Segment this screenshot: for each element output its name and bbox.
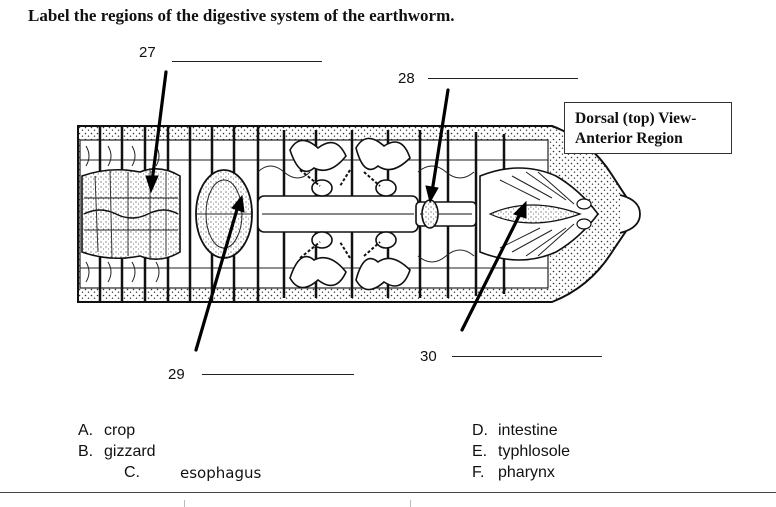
option-f: F. pharynx — [472, 464, 555, 482]
blank-28[interactable] — [428, 78, 578, 79]
earthworm-diagram — [77, 70, 641, 352]
option-e-letter: E. — [472, 443, 488, 460]
option-e-text: typhlosole — [498, 443, 571, 460]
option-a-letter: A. — [78, 422, 94, 439]
option-c-letter: C. — [124, 464, 140, 481]
label-30: 30 — [420, 348, 437, 365]
view-box-line2: Anterior Region — [575, 130, 683, 147]
view-orientation-box: Dorsal (top) View- Anterior Region — [564, 102, 732, 154]
arrow-30 — [460, 212, 522, 332]
option-b-text: gizzard — [104, 443, 156, 460]
option-b: B. gizzard — [78, 443, 156, 461]
blank-27[interactable] — [172, 61, 322, 62]
option-f-text: pharynx — [498, 464, 555, 481]
option-e: E. typhlosole — [472, 443, 570, 461]
arrow-28-head — [425, 185, 439, 204]
label-27: 27 — [139, 44, 156, 61]
option-d: D. intestine — [472, 422, 558, 440]
esophagus — [415, 199, 477, 229]
ruler-tick — [410, 500, 411, 507]
arrow-30-head — [513, 200, 527, 219]
pointer-arrows — [145, 70, 527, 352]
view-box-line1: Dorsal (top) View- — [575, 110, 697, 127]
arrow-28 — [430, 88, 450, 194]
ruler-tick — [184, 500, 185, 507]
option-c-letter-wrap: C. — [124, 464, 140, 482]
option-a-text: crop — [104, 422, 136, 439]
option-c-text: esophagus — [180, 464, 262, 482]
option-a: A. crop — [78, 422, 135, 440]
option-d-text: intestine — [498, 422, 558, 439]
option-d-letter: D. — [472, 422, 488, 439]
blank-29[interactable] — [202, 374, 354, 375]
option-b-letter: B. — [78, 443, 94, 460]
question-title: Label the regions of the digestive syste… — [28, 6, 455, 25]
label-28: 28 — [398, 70, 415, 87]
arrow-27 — [150, 70, 168, 184]
blank-30[interactable] — [452, 356, 602, 357]
intestine — [81, 168, 181, 260]
vessel-lines — [85, 145, 475, 283]
gizzard — [195, 169, 253, 259]
page-divider — [0, 492, 776, 493]
arrow-27-head — [145, 175, 159, 194]
label-29: 29 — [168, 366, 185, 383]
arrow-29 — [194, 204, 240, 352]
option-f-letter: F. — [472, 464, 485, 481]
arrow-29-head — [231, 194, 245, 213]
